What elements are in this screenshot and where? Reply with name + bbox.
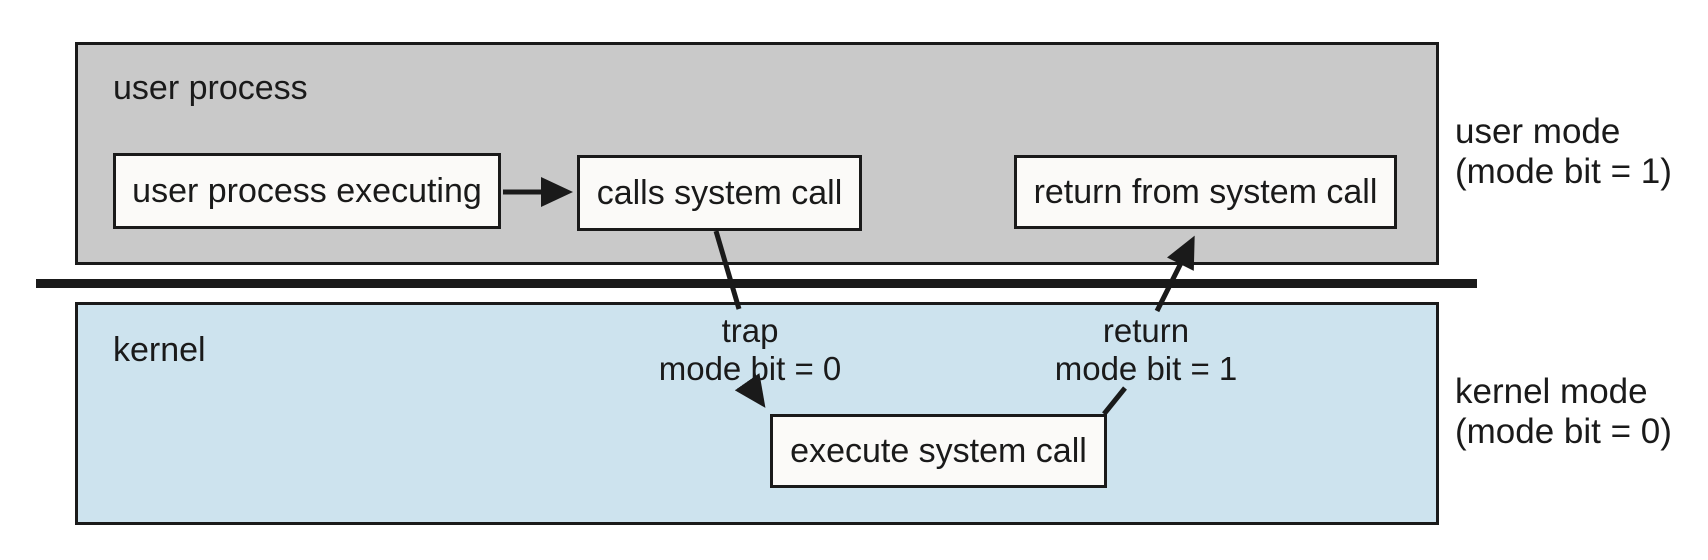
mode-boundary-line: [36, 279, 1477, 288]
user-mode-label-line2: (mode bit = 1): [1455, 152, 1672, 191]
trap-annotation-line1: trap: [721, 312, 779, 349]
calls-system-call-label: calls system call: [596, 173, 843, 212]
execute-system-call-box: execute system call: [770, 414, 1107, 488]
calls-system-call-box: calls system call: [577, 155, 862, 231]
return-annotation: return mode bit = 1: [1055, 312, 1238, 388]
kernel-title: kernel: [113, 331, 206, 369]
kernel-mode-label-line2: (mode bit = 0): [1455, 412, 1672, 451]
user-mode-label-line1: user mode: [1455, 112, 1621, 151]
kernel-mode-label-line1: kernel mode: [1455, 372, 1648, 411]
return-from-system-call-label: return from system call: [1033, 172, 1378, 211]
trap-annotation-line2: mode bit = 0: [658, 350, 842, 387]
trap-annotation: trap mode bit = 0: [659, 312, 842, 388]
kernel-region: [75, 302, 1439, 525]
kernel-mode-label: kernel mode (mode bit = 0): [1455, 372, 1672, 452]
return-annotation-line1: return: [1102, 312, 1190, 349]
user-mode-label: user mode (mode bit = 1): [1455, 112, 1672, 192]
return-annotation-line2: mode bit = 1: [1054, 350, 1238, 387]
user-process-executing-label: user process executing: [132, 171, 482, 210]
return-from-system-call-box: return from system call: [1014, 155, 1397, 229]
user-process-executing-box: user process executing: [113, 153, 501, 229]
execute-system-call-label: execute system call: [790, 431, 1087, 470]
user-process-title: user process: [113, 69, 308, 107]
